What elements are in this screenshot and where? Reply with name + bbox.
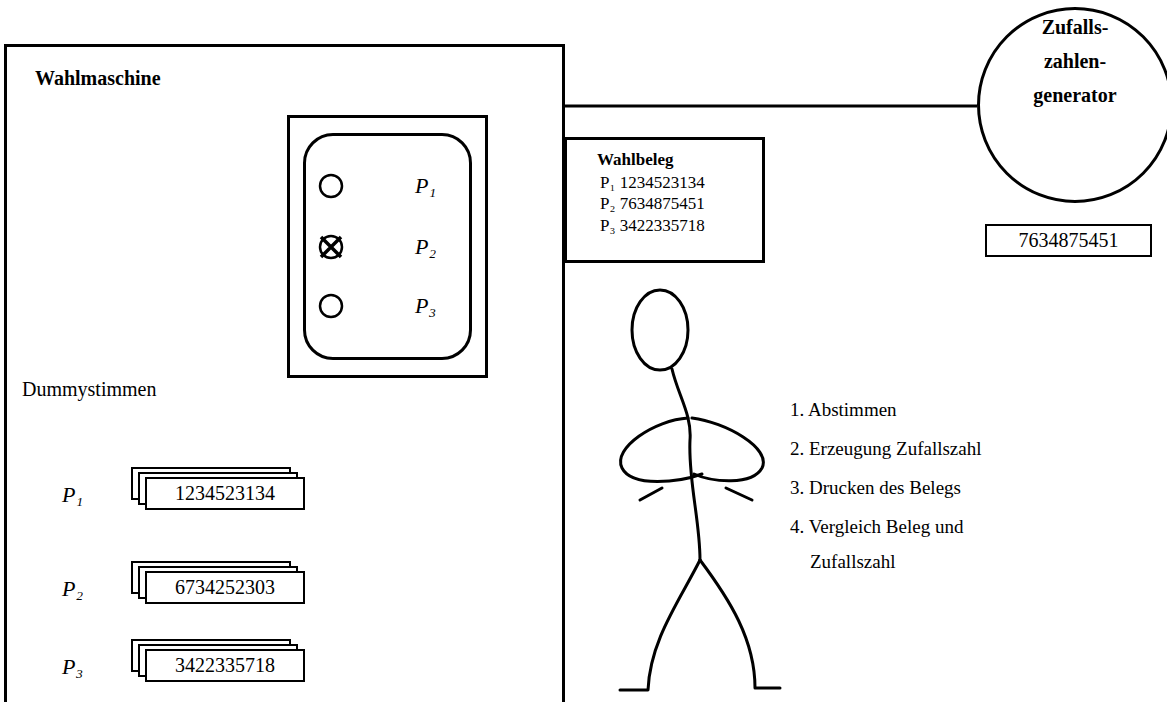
option-circle (320, 175, 342, 197)
figure-hand (726, 488, 752, 500)
step-item: 3. Drucken des Belegs (790, 476, 961, 500)
ballot-options (290, 118, 485, 375)
figure-head (632, 290, 688, 370)
dummy-vote-card: P₂6734252303 (145, 571, 305, 604)
stick-figure (620, 290, 780, 690)
random-number-box: 7634875451 (985, 224, 1152, 257)
party-label: P₂ (415, 234, 436, 260)
party-label: P₁ (415, 173, 436, 199)
group-label: Dummystimmen (22, 377, 156, 401)
ballot-screen: P₁ P₂ P₃ (287, 115, 488, 378)
vote-number: 3422335718 (175, 651, 275, 680)
random-number: 7634875451 (1019, 226, 1119, 255)
figure-arm (621, 418, 702, 482)
vote-receipt: Wahlbeleg P₁ 1234523134P₂ 7634875451P₃ 34… (564, 137, 765, 263)
receipt-row: P₃ 3422335718 (600, 216, 705, 236)
party-label: P₃ (415, 293, 436, 319)
vote-number: 1234523134 (175, 479, 275, 508)
party-label: P₁ (62, 480, 83, 509)
receipt-row: P₂ 7634875451 (600, 194, 705, 214)
step-item: 1. Abstimmen (790, 398, 897, 422)
selected-cross (321, 237, 341, 257)
figure-arm (692, 418, 763, 481)
receipt-heading: Wahlbeleg (597, 150, 674, 170)
figure-leg (620, 560, 700, 690)
connector-line (565, 105, 977, 108)
dummy-vote-card: P₁1234523134 (145, 477, 305, 510)
vote-number: 6734252303 (175, 573, 275, 602)
machine-title: Wahlmaschine (35, 66, 161, 90)
figure-leg (700, 560, 780, 688)
party-label: P₃ (62, 652, 83, 681)
step-item: 4. Vergleich Beleg und Zufallszahl (790, 509, 1030, 579)
party-label: P₂ (62, 574, 83, 603)
step-item: 2. Erzeugung Zufallszahl (790, 437, 982, 461)
option-circle (320, 295, 342, 317)
random-generator-circle: Zufalls- zahlen- generator (977, 7, 1167, 203)
dummy-vote-card: P₃3422335718 (145, 649, 305, 682)
generator-label: Zufalls- zahlen- generator (1033, 10, 1116, 112)
receipt-row: P₁ 1234523134 (600, 173, 705, 193)
figure-body (672, 369, 700, 560)
generator-circle (979, 9, 1167, 202)
voting-machine: WahlmaschineDummystimmenP₁P₂P₃P₁12345231… (4, 44, 565, 702)
figure-hand (640, 488, 662, 500)
option-circle (320, 236, 342, 258)
